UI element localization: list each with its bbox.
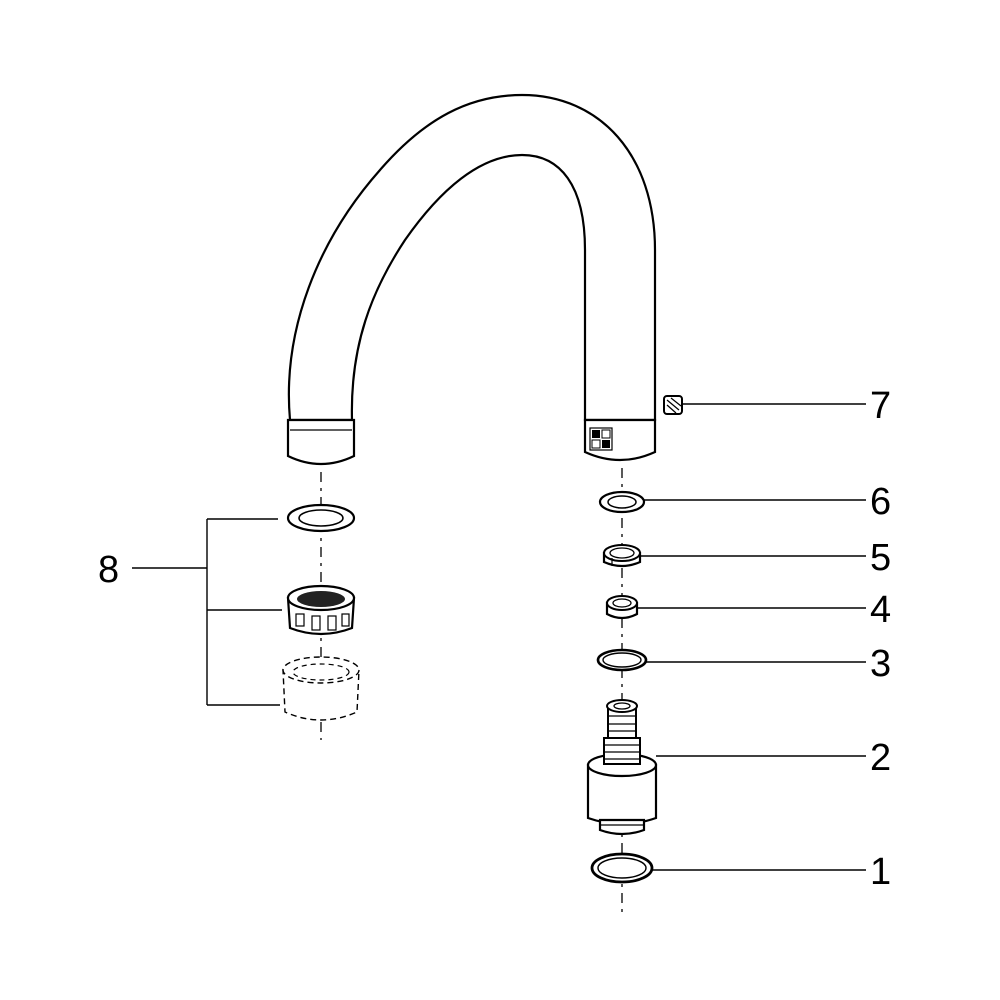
callout-4: 4	[870, 589, 891, 631]
split-ring-part-5	[602, 544, 642, 568]
callout-1: 1	[870, 851, 891, 893]
callout-6: 6	[870, 481, 891, 523]
brand-logo-mark	[589, 427, 613, 451]
o-ring-part-3	[596, 648, 648, 672]
spout-outlet-end	[286, 418, 356, 466]
spout-tube	[287, 93, 657, 422]
washer-part-6	[598, 490, 646, 514]
set-screw-part-7	[663, 395, 683, 415]
callout-8-bracket	[132, 518, 282, 706]
callout-7: 7	[870, 385, 891, 427]
aerator-insert	[286, 584, 356, 636]
callout-3: 3	[870, 643, 891, 685]
connector-part-2	[586, 699, 658, 836]
callout-2: 2	[870, 737, 891, 779]
o-ring-part-1	[590, 852, 654, 884]
bushing-part-4	[605, 595, 639, 620]
callout-8: 8	[98, 549, 119, 591]
callout-5: 5	[870, 537, 891, 579]
aerator-seal-ring	[286, 503, 356, 533]
aerator-housing-ghost	[282, 656, 360, 721]
